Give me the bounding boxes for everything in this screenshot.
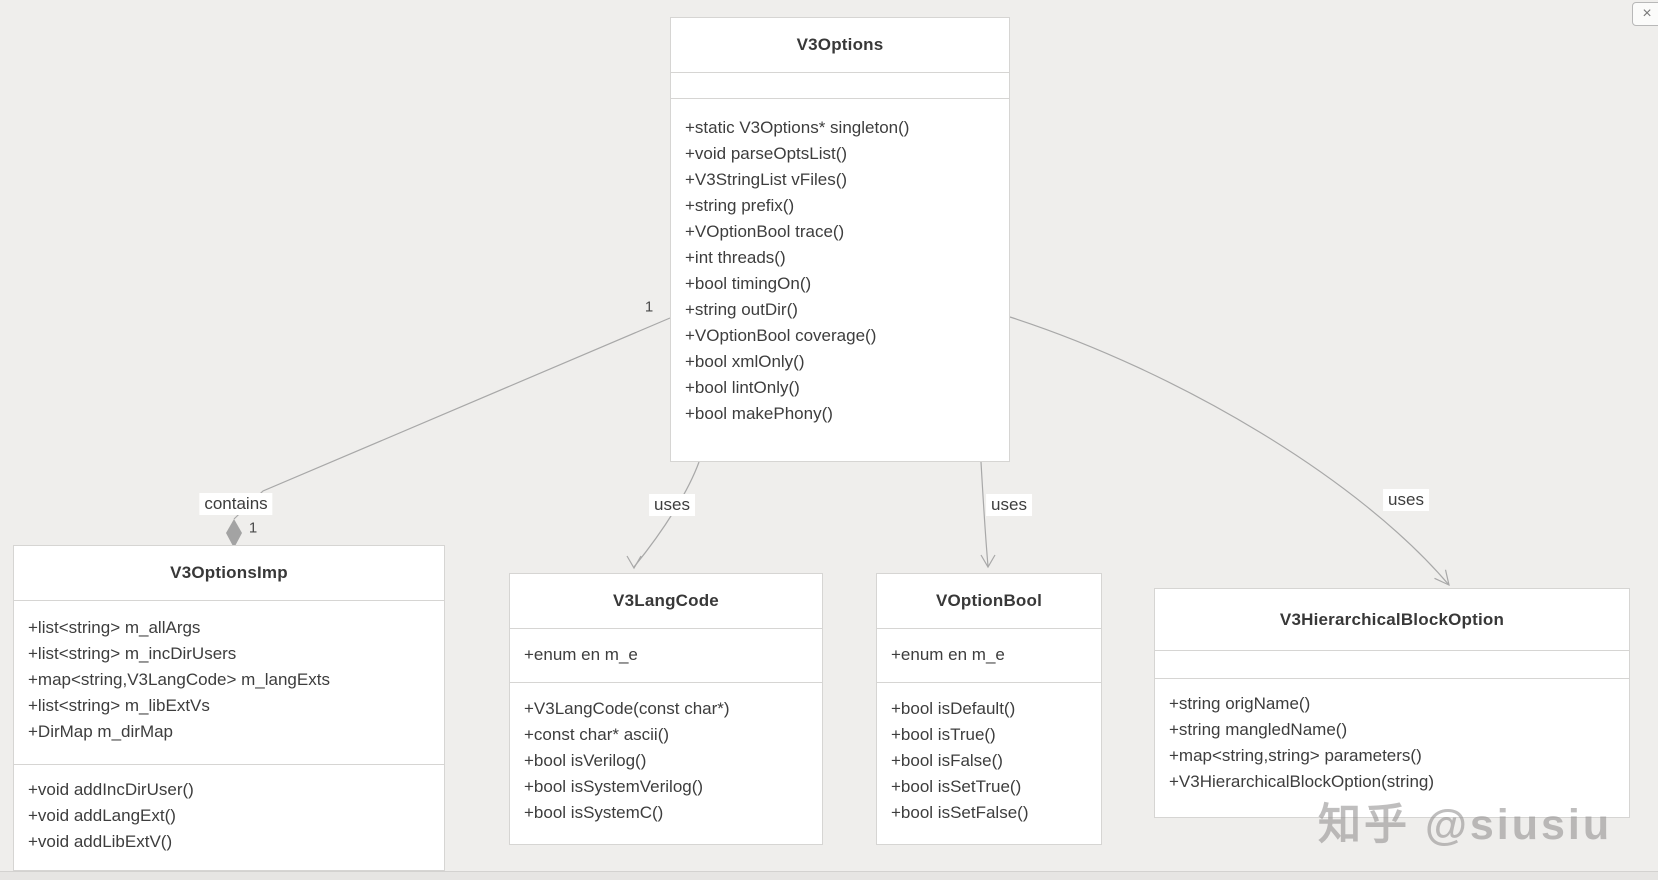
method-row: +bool isSystemC() xyxy=(524,803,664,822)
class-v3langcode: V3LangCode +enum en m_e +V3LangCode(cons… xyxy=(509,573,823,845)
contains-label: contains xyxy=(199,493,273,515)
method-row: +VOptionBool coverage() xyxy=(685,326,877,345)
close-button[interactable]: × xyxy=(1632,2,1658,26)
methods-section: +void addIncDirUser() +void addLangExt()… xyxy=(14,765,444,855)
method-row: +string outDir() xyxy=(685,300,798,319)
method-row: +void parseOptsList() xyxy=(685,144,848,163)
method-row: +void addLangExt() xyxy=(28,806,176,825)
methods-section: +bool isDefault() +bool isTrue() +bool i… xyxy=(877,683,1101,826)
method-row: +V3StringList vFiles() xyxy=(685,170,848,189)
method-row: +bool lintOnly() xyxy=(685,378,800,397)
method-row: +int threads() xyxy=(685,248,786,267)
class-v3optionsimp: V3OptionsImp +list<string> m_allArgs +li… xyxy=(13,545,445,871)
method-row: +V3LangCode(const char*) xyxy=(524,699,730,718)
uses-label-v3hierarchical: uses xyxy=(1383,489,1429,511)
multiplicity-target: 1 xyxy=(248,519,258,537)
method-row: +bool timingOn() xyxy=(685,274,812,293)
attribute-row: +DirMap m_dirMap xyxy=(28,722,174,741)
method-row: +bool isVerilog() xyxy=(524,751,647,770)
class-title: VOptionBool xyxy=(877,574,1101,629)
methods-section: +string origName() +string mangledName()… xyxy=(1155,679,1629,795)
class-title: V3OptionsImp xyxy=(14,546,444,601)
contains-connector-line xyxy=(233,317,671,520)
bottom-edge-strip xyxy=(0,871,1658,880)
attribute-row: +list<string> m_libExtVs xyxy=(28,696,210,715)
class-v3hierarchicalblockoption: V3HierarchicalBlockOption +string origNa… xyxy=(1154,588,1630,818)
arrowhead-icon xyxy=(1434,569,1450,587)
method-row: +bool isSetFalse() xyxy=(891,803,1029,822)
aggregation-diamond-icon xyxy=(226,519,242,548)
class-title: V3HierarchicalBlockOption xyxy=(1155,589,1629,651)
attribute-row: +list<string> m_incDirUsers xyxy=(28,644,237,663)
class-v3options: V3Options +static V3Options* singleton()… xyxy=(670,17,1010,462)
method-row: +V3HierarchicalBlockOption(string) xyxy=(1169,772,1435,791)
method-row: +bool isSetTrue() xyxy=(891,777,1022,796)
method-row: +string prefix() xyxy=(685,196,795,215)
methods-section: +static V3Options* singleton() +void par… xyxy=(671,99,1009,427)
uses-label-voptionbool: uses xyxy=(986,494,1032,516)
uses-label-v3langcode: uses xyxy=(649,494,695,516)
close-icon: × xyxy=(1642,5,1652,22)
method-row: +bool makePhony() xyxy=(685,404,833,423)
method-row: +bool isTrue() xyxy=(891,725,996,744)
method-row: +string origName() xyxy=(1169,694,1311,713)
uses-voptionbool-line xyxy=(980,461,989,567)
class-voptionbool: VOptionBool +enum en m_e +bool isDefault… xyxy=(876,573,1102,845)
uses-v3hierarchical-line xyxy=(1009,316,1450,586)
method-row: +bool xmlOnly() xyxy=(685,352,805,371)
attributes-section: +enum en m_e xyxy=(510,629,822,683)
multiplicity-source: 1 xyxy=(644,298,654,316)
attributes-section: +list<string> m_allArgs +list<string> m_… xyxy=(14,601,444,765)
methods-section: +V3LangCode(const char*) +const char* as… xyxy=(510,683,822,826)
method-row: +static V3Options* singleton() xyxy=(685,118,910,137)
attribute-row: +enum en m_e xyxy=(891,645,1005,664)
method-row: +map<string,string> parameters() xyxy=(1169,746,1422,765)
arrowhead-icon xyxy=(626,555,642,570)
attributes-section: +enum en m_e xyxy=(877,629,1101,683)
class-title: V3Options xyxy=(671,18,1009,73)
watermark-text: 知乎 @siusiu xyxy=(1318,801,1613,849)
method-row: +const char* ascii() xyxy=(524,725,670,744)
method-row: +bool isSystemVerilog() xyxy=(524,777,704,796)
method-row: +bool isDefault() xyxy=(891,699,1016,718)
class-title: V3LangCode xyxy=(510,574,822,629)
attributes-section-empty xyxy=(671,73,1009,99)
arrowhead-icon xyxy=(980,554,996,569)
method-row: +void addIncDirUser() xyxy=(28,780,194,799)
attribute-row: +list<string> m_allArgs xyxy=(28,618,201,637)
attribute-row: +map<string,V3LangCode> m_langExts xyxy=(28,670,330,689)
method-row: +string mangledName() xyxy=(1169,720,1348,739)
method-row: +VOptionBool trace() xyxy=(685,222,845,241)
method-row: +void addLibExtV() xyxy=(28,832,173,851)
attribute-row: +enum en m_e xyxy=(524,645,638,664)
attributes-section-empty xyxy=(1155,651,1629,679)
method-row: +bool isFalse() xyxy=(891,751,1003,770)
